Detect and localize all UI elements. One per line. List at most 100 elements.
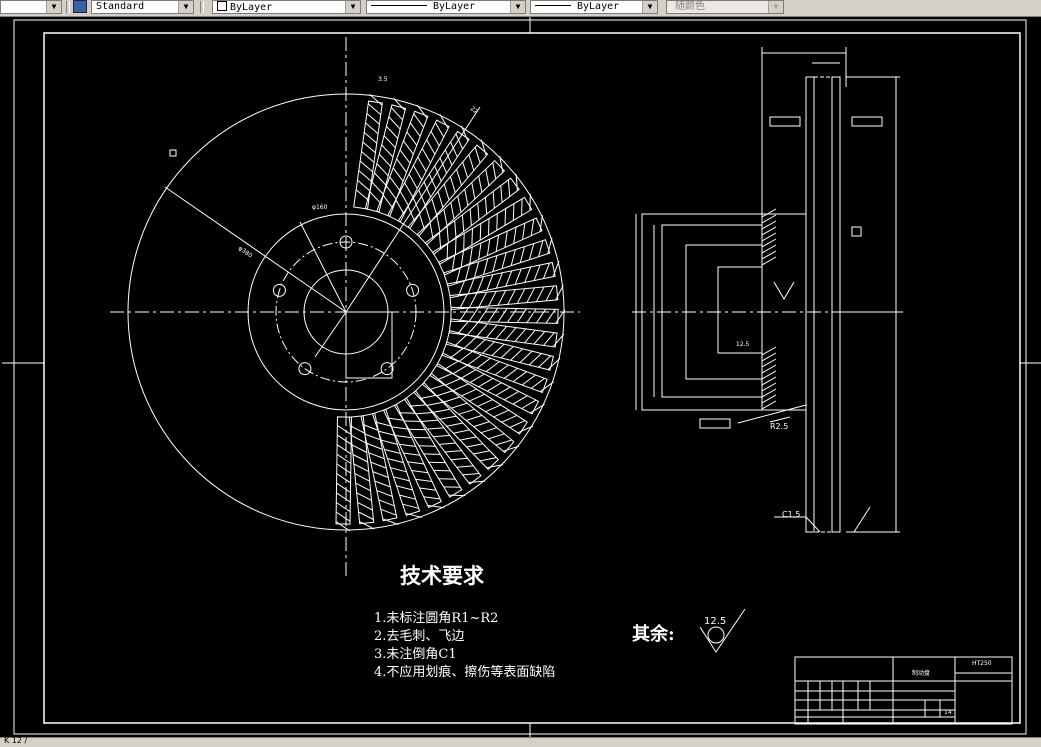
cooling-vane <box>446 331 553 371</box>
vane-hatch <box>451 142 458 157</box>
linetype-dropdown[interactable]: ByLayer ▼ <box>366 0 526 14</box>
vane-hatch <box>487 383 501 392</box>
vane-hatch <box>478 277 484 293</box>
vane-hatch <box>460 437 476 440</box>
chevron-down-icon[interactable]: ▼ <box>642 1 657 13</box>
vane-hatch <box>455 221 456 238</box>
vane-hatch <box>390 468 406 472</box>
vane-hatch <box>458 321 469 334</box>
vane-hatch <box>439 443 456 444</box>
vane-hatch <box>420 488 437 490</box>
vane-hatch <box>369 453 385 459</box>
text-style-dropdown[interactable]: Standard ▼ <box>91 0 194 14</box>
vane-hatch <box>489 219 490 236</box>
vane-hatch <box>520 351 532 362</box>
vane-hatch <box>440 416 456 419</box>
cooling-vane <box>430 364 527 434</box>
layer-color-dropdown[interactable]: ByLayer ▼ <box>212 0 361 14</box>
vane-hatch <box>450 348 463 358</box>
vane-hatch <box>513 204 514 221</box>
vane-hatch <box>457 466 474 467</box>
vane-hatch <box>359 512 374 520</box>
vane-hatch <box>493 163 496 179</box>
tech-requirements-title: 技术要求 <box>400 560 484 590</box>
vane-hatch <box>453 365 467 373</box>
vane-hatch <box>508 290 516 305</box>
chevron-down-icon[interactable]: ▼ <box>345 1 360 13</box>
vane-hatch <box>472 228 473 245</box>
vane-hatch <box>461 370 475 378</box>
chevron-down-icon[interactable]: ▼ <box>178 1 193 13</box>
vane-hatch <box>377 164 388 176</box>
vane-hatch <box>529 244 533 260</box>
vane-hatch <box>433 409 449 412</box>
vane-hatch <box>459 352 472 362</box>
vane-hatch <box>422 148 430 162</box>
vane-hatch <box>440 114 448 128</box>
vane-hatch <box>546 309 555 323</box>
vane-hatch <box>397 486 413 490</box>
plot-style-dropdown[interactable]: 随颜色 ▼ <box>666 0 784 14</box>
vane-hatch <box>391 108 402 120</box>
vane-hatch <box>387 126 398 138</box>
lineweight-sample-icon <box>535 5 571 6</box>
vane-hatch <box>525 330 536 343</box>
vane-hatch <box>403 453 420 455</box>
vane-hatch <box>375 481 391 487</box>
vane-hatch <box>379 154 390 166</box>
lineweight-dropdown[interactable]: ByLayer ▼ <box>530 0 658 14</box>
vane-hatch <box>477 324 488 337</box>
vane-hatch <box>470 374 484 383</box>
part-name: 制动盘 <box>912 669 930 677</box>
vane-hatch <box>431 131 439 145</box>
vane-hatch <box>439 232 440 249</box>
vane-hatch <box>539 241 543 257</box>
vane-hatch <box>424 454 441 455</box>
vane-hatch <box>368 104 381 115</box>
vane-hatch <box>449 495 466 496</box>
vane-hatch <box>409 429 426 430</box>
vane-hatch <box>383 195 393 208</box>
command-line-text: K 12 / <box>4 736 27 745</box>
vane-hatch <box>390 177 400 190</box>
vane-hatch <box>515 329 526 342</box>
chevron-down-icon[interactable]: ▼ <box>768 1 783 13</box>
vane-hatch <box>422 420 439 421</box>
vane-hatch <box>410 123 420 136</box>
vane-hatch <box>501 347 513 358</box>
vane-hatch <box>470 247 473 264</box>
vane-hatch <box>356 190 369 201</box>
chevron-down-icon[interactable]: ▼ <box>46 1 61 13</box>
vane-hatch <box>437 373 452 380</box>
vane-hatch <box>400 495 416 499</box>
vane-hatch <box>397 159 407 172</box>
vane-hatch <box>453 430 469 433</box>
vane-hatch <box>498 308 507 322</box>
vane-hatch <box>444 184 449 200</box>
vane-hatch <box>517 289 525 304</box>
prev-dropdown-stub[interactable]: ▼ <box>0 0 62 14</box>
text-style-icon[interactable] <box>73 0 87 13</box>
vane-hatch <box>469 308 478 322</box>
vane-hatch <box>480 458 496 461</box>
cooling-vane <box>437 353 539 414</box>
svg-text:φ380: φ380 <box>237 245 254 260</box>
vane-hatch <box>486 325 497 338</box>
vane-hatch <box>382 145 393 157</box>
vane-hatch <box>511 349 523 360</box>
vane-hatch <box>530 194 531 211</box>
chevron-down-icon[interactable]: ▼ <box>510 1 525 13</box>
vane-hatch <box>475 147 480 163</box>
vane-hatch <box>522 375 535 385</box>
vane-hatch <box>536 309 545 323</box>
vane-hatch <box>503 446 519 451</box>
vane-hatch <box>437 391 453 396</box>
vane-hatch <box>544 263 550 279</box>
text-style-value: Standard <box>96 1 144 13</box>
front-view: φ380 φ160 22 3.5 <box>110 37 580 577</box>
vane-hatch <box>337 493 351 502</box>
vane-hatch <box>430 222 433 238</box>
vane-hatch <box>527 309 536 323</box>
vane-hatch <box>445 379 460 386</box>
cooling-vane <box>388 120 449 222</box>
